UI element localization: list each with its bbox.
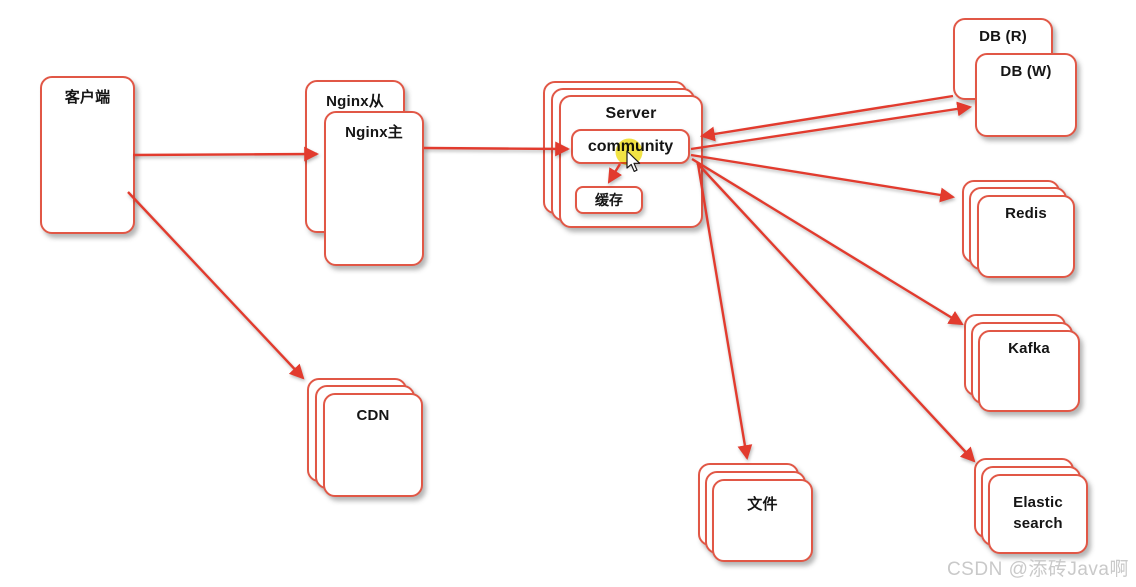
node-cdn: CDN xyxy=(323,393,423,497)
node-redis: Redis xyxy=(977,195,1075,278)
node-file: 文件 xyxy=(712,479,813,562)
node-server-label: Server xyxy=(605,105,657,122)
node-nginx-primary: Nginx主 xyxy=(324,111,424,266)
node-cdn-label: CDN xyxy=(356,407,390,424)
node-kafka: Kafka xyxy=(978,330,1080,412)
node-db-write: DB (W) xyxy=(975,53,1077,137)
node-elastic-search-label: Elastic search xyxy=(1013,494,1063,532)
node-community-label: community xyxy=(587,137,674,155)
node-elastic-search: Elastic search xyxy=(988,474,1088,554)
watermark-text: CSDN @添砖Java啊 xyxy=(946,559,1129,580)
node-client-label: 客户端 xyxy=(64,89,111,106)
arrow-client-to-nginx xyxy=(132,146,320,162)
node-community: community xyxy=(571,129,690,164)
node-cache-label: 缓存 xyxy=(595,192,623,208)
node-cache: 缓存 xyxy=(575,186,643,214)
node-db-write-label: DB (W) xyxy=(1000,63,1052,80)
node-db-read-label: DB (R) xyxy=(979,28,1027,45)
arrow-community-to-elastic xyxy=(696,162,976,463)
node-file-label: 文件 xyxy=(747,496,778,513)
arrow-community-to-file xyxy=(696,163,753,461)
node-nginx-secondary-label: Nginx从 xyxy=(326,93,384,110)
node-kafka-label: Kafka xyxy=(1008,340,1050,357)
arrow-community-to-redis xyxy=(690,153,956,203)
arrow-community-to-dbwrite xyxy=(690,101,973,151)
arrow-client-to-cdn xyxy=(127,191,305,380)
node-redis-label: Redis xyxy=(1005,205,1047,222)
arrow-community-to-kafka xyxy=(691,157,964,326)
node-nginx-primary-label: Nginx主 xyxy=(345,124,403,141)
arrow-dbread-to-community xyxy=(699,94,954,142)
node-client: 客户端 xyxy=(40,76,135,234)
